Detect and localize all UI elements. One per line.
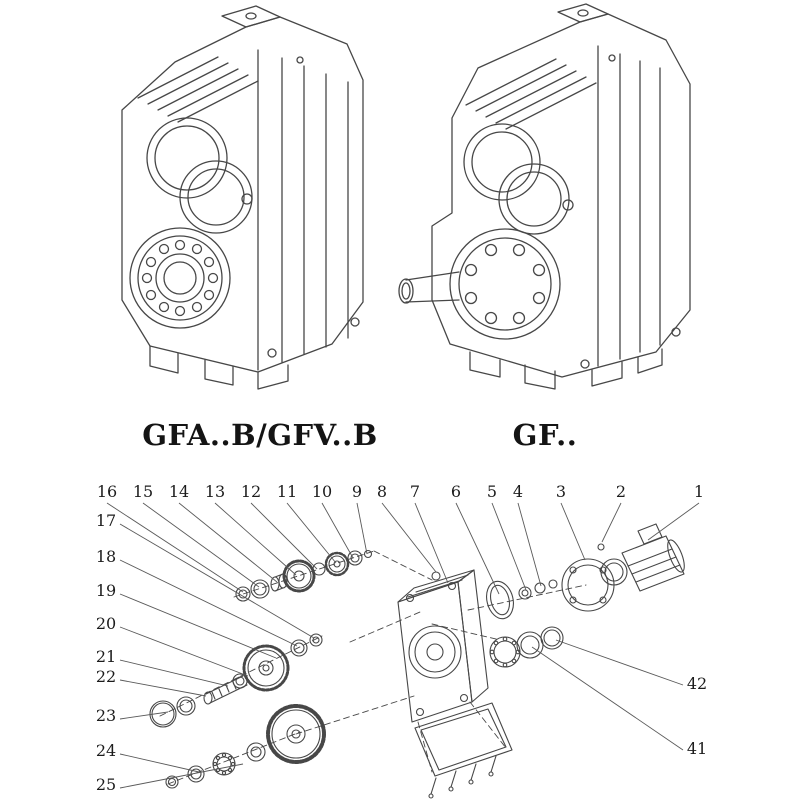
leader-line-22 — [119, 679, 207, 697]
leader-line-19 — [119, 593, 277, 659]
gasket-and-fastener-parts — [486, 579, 558, 620]
part-number-15: 15 — [132, 482, 154, 501]
gearbox-drawing-gfab — [121, 5, 364, 390]
leader-line-20 — [119, 626, 249, 677]
part-number-8: 8 — [376, 482, 388, 501]
part-number-5: 5 — [486, 482, 498, 501]
part-number-21: 21 — [95, 647, 117, 666]
callout-leader-lines — [106, 502, 700, 789]
leader-line-10 — [321, 502, 354, 559]
exploded-parts-drawing — [149, 523, 685, 799]
part-number-25: 25 — [95, 775, 117, 794]
leader-line-42 — [555, 639, 684, 686]
part-number-22: 22 — [95, 667, 117, 686]
leader-line-18 — [119, 559, 298, 647]
intermediate-gear-train-parts — [149, 633, 326, 789]
leader-line-21 — [119, 659, 229, 687]
gearbox-drawing-gf — [398, 3, 691, 390]
part-number-13: 13 — [204, 482, 226, 501]
leader-line-5 — [491, 502, 527, 591]
leader-line-7 — [414, 502, 449, 584]
part-number-7: 7 — [409, 482, 421, 501]
leader-line-16 — [106, 502, 244, 593]
motor-part — [561, 523, 685, 612]
leader-line-6 — [455, 502, 500, 595]
cover-plate-and-screws — [414, 702, 513, 799]
part-number-41: 41 — [686, 739, 708, 758]
part-number-16: 16 — [96, 482, 118, 501]
part-number-23: 23 — [95, 706, 117, 725]
part-number-14: 14 — [168, 482, 190, 501]
leader-line-15 — [142, 502, 260, 588]
leader-line-24 — [119, 753, 200, 773]
part-number-6: 6 — [450, 482, 462, 501]
leader-line-4 — [517, 502, 542, 587]
assembly-axis-lines — [159, 550, 587, 785]
model-label-gf: GF.. — [512, 418, 578, 452]
leader-line-23 — [119, 711, 169, 720]
leader-line-9 — [356, 502, 368, 555]
part-number-18: 18 — [95, 547, 117, 566]
part-number-4: 4 — [512, 482, 524, 501]
leader-line-11 — [286, 502, 337, 564]
part-number-1: 1 — [693, 482, 705, 501]
part-number-12: 12 — [240, 482, 262, 501]
output-bearing-ring-parts — [489, 626, 564, 668]
input-gear-train-parts — [235, 549, 373, 602]
part-number-19: 19 — [95, 581, 117, 600]
leader-line-25 — [119, 763, 244, 789]
part-number-20: 20 — [95, 614, 117, 633]
part-number-10: 10 — [311, 482, 333, 501]
leader-line-13 — [214, 502, 297, 576]
part-number-24: 24 — [95, 741, 117, 760]
part-number-11: 11 — [276, 482, 298, 501]
leader-line-14 — [178, 502, 278, 583]
leader-line-8 — [381, 502, 437, 573]
part-number-3: 3 — [555, 482, 567, 501]
leader-line-12 — [250, 502, 318, 570]
leader-line-2 — [601, 502, 622, 543]
leader-line-41 — [531, 646, 684, 751]
leader-line-3 — [560, 502, 586, 561]
housing-part — [397, 569, 489, 723]
part-number-2: 2 — [615, 482, 627, 501]
leader-line-1 — [647, 502, 700, 541]
part-number-17: 17 — [95, 511, 117, 530]
model-label-gfab-gfv: GFA..B/GFV..B — [142, 418, 378, 452]
part-number-9: 9 — [351, 482, 363, 501]
leader-line-17 — [119, 523, 315, 639]
part-number-42: 42 — [686, 674, 708, 693]
